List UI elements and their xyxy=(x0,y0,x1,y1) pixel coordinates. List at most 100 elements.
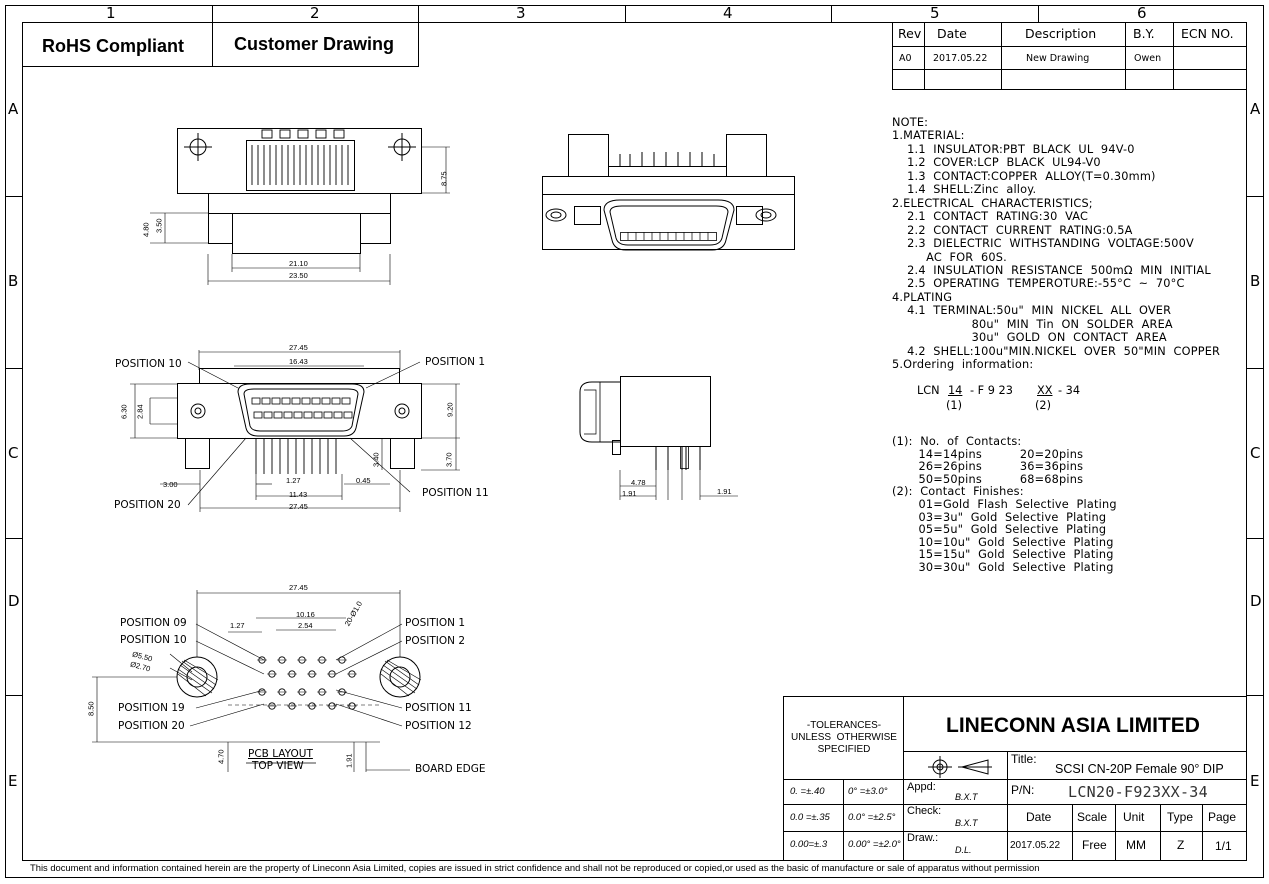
dim-16-43: 16.43 xyxy=(289,357,308,366)
contacts-line: (1): No. of Contacts: xyxy=(892,435,1022,448)
draw-label: Draw.: xyxy=(907,832,939,844)
order-contacts: 14 xyxy=(948,384,963,397)
label-b-position-2: POSITION 2 xyxy=(405,635,466,647)
dim-2-84: 2.84 xyxy=(135,404,145,420)
check-value: B.X.T xyxy=(955,818,978,828)
note-line: 2.3 DIELECTRIC WITHSTANDING VOLTAGE:500V xyxy=(892,237,1194,251)
title-label: Title: xyxy=(1011,752,1037,766)
contacts-block: (1): No. of Contacts: 14=14pins 20=20pin… xyxy=(892,435,1117,575)
notes-block: NOTE:1.MATERIAL: 1.1 INSULATOR:PBT BLACK… xyxy=(892,116,1220,372)
dim-4-70: 4.70 xyxy=(216,749,226,765)
dim-1-27-a: 1.27 xyxy=(286,476,301,485)
tb-val-unit: MM xyxy=(1126,838,1146,852)
label-top-view: TOP VIEW xyxy=(252,760,304,772)
note-line: 2.2 CONTACT CURRENT RATING:0.5A xyxy=(892,223,1133,237)
tol-cell: 0.0 =±.35 xyxy=(790,812,830,823)
pn-label: P/N: xyxy=(1011,783,1035,797)
contacts-line: 15=15u" Gold Selective Plating xyxy=(892,548,1114,562)
col-marker: 3 xyxy=(516,4,526,22)
order-suffix: - 34 xyxy=(1058,384,1081,397)
contacts-line: 30=30u" Gold Selective Plating xyxy=(892,560,1114,574)
contacts-line: 26=26pins 36=36pins xyxy=(892,460,1084,474)
label-b-position-10: POSITION 10 xyxy=(120,634,187,646)
order-mid: - F 9 23 xyxy=(970,384,1013,397)
label-b-position-09: POSITION 09 xyxy=(120,617,187,629)
note-line: 4.PLATING xyxy=(892,290,953,304)
note-line: 1.3 CONTACT:COPPER ALLOY(T=0.30mm) xyxy=(892,169,1156,183)
dim-1-27-b: 1.27 xyxy=(230,621,245,630)
tb-col-date: Date xyxy=(1026,810,1052,824)
company-name: LINECONN ASIA LIMITED xyxy=(946,714,1200,737)
tol-cell: 0.00=±.3 xyxy=(790,839,828,850)
contacts-line: 05=5u" Gold Selective Plating xyxy=(892,523,1107,537)
note-line: 2.4 INSULATION RESISTANCE 500mΩ MIN INIT… xyxy=(892,263,1211,277)
tol-cell: 0.00° =±2.0° xyxy=(848,839,901,850)
side-view-drawing xyxy=(579,376,738,500)
pcb-hole-grid xyxy=(257,656,357,710)
row-marker: A xyxy=(8,100,19,118)
dim-10-16: 10.16 xyxy=(296,610,315,619)
pn-value: LCN20-F923XX-34 xyxy=(1068,783,1208,801)
tb-col-unit: Unit xyxy=(1123,810,1145,824)
appd-label: Appd: xyxy=(907,781,936,793)
contacts-line: 03=3u" Gold Selective Plating xyxy=(892,510,1107,524)
dim-21-10: 21.10 xyxy=(289,259,308,268)
label-b-position-1: POSITION 1 xyxy=(405,617,466,629)
rev-header: Rev xyxy=(898,26,922,41)
tb-col-type: Type xyxy=(1167,810,1194,824)
label-board-edge: BOARD EDGE xyxy=(415,763,486,775)
contacts-line: 01=Gold Flash Selective Plating xyxy=(892,497,1117,511)
label-position-1: POSITION 1 xyxy=(425,356,486,368)
rev-header: ECN NO. xyxy=(1181,26,1234,41)
check-label: Check: xyxy=(907,805,942,817)
dim-3-70: 3.70 xyxy=(444,452,454,468)
outer-frame xyxy=(5,5,1264,878)
tol-cell: 0° =±3.0° xyxy=(848,786,888,797)
col-marker: 1 xyxy=(106,4,116,22)
dim-1-91-a: 1.91 xyxy=(622,489,637,498)
projection-symbol xyxy=(928,756,992,778)
row-marker: D xyxy=(8,592,20,610)
top-view-drawing xyxy=(150,128,450,285)
label-position-20: POSITION 20 xyxy=(114,499,181,511)
title-value: SCSI CN-20P Female 90° DIP xyxy=(1055,762,1224,776)
label-b-position-11: POSITION 11 xyxy=(405,702,472,714)
tb-val-scale: Free xyxy=(1082,838,1107,852)
dim-2-54: 2.54 xyxy=(298,621,313,630)
row-marker: A xyxy=(1250,100,1261,118)
title-block xyxy=(783,696,1247,861)
dim-6-30: 6.30 xyxy=(119,404,129,420)
dim-27-45-c: 27.45 xyxy=(289,583,308,592)
col-marker: 4 xyxy=(723,4,733,22)
dim-1-91-b: 1.91 xyxy=(717,487,732,496)
rev-cell: New Drawing xyxy=(1026,53,1090,64)
note-line: 1.4 SHELL:Zinc alloy. xyxy=(892,183,1037,197)
dim-4-78: 4.78 xyxy=(631,478,646,487)
tol-cell: 0. =±.40 xyxy=(790,786,825,797)
front-view-drawing xyxy=(542,134,795,251)
label-position-11: POSITION 11 xyxy=(422,487,489,499)
label-b-position-12: POSITION 12 xyxy=(405,720,472,732)
tb-col-page: Page xyxy=(1208,810,1237,824)
pcb-layout-drawing xyxy=(92,590,422,772)
label-b-position-20: POSITION 20 xyxy=(118,720,185,732)
header-box xyxy=(22,22,419,67)
dim-27-45-a: 27.45 xyxy=(289,343,308,352)
revision-table xyxy=(892,22,1247,90)
col-marker: 6 xyxy=(1137,4,1147,22)
note-line: NOTE: xyxy=(892,116,929,129)
order-ref2: (2) xyxy=(1035,399,1052,412)
dim-11-43: 11.43 xyxy=(289,490,308,499)
row-marker: B xyxy=(8,272,19,290)
dim-23-50: 23.50 xyxy=(289,271,308,280)
note-line: AC FOR 60S. xyxy=(892,250,1007,264)
row-marker: B xyxy=(1250,272,1261,290)
customer-drawing-label: Customer Drawing xyxy=(234,34,395,54)
dim-3-50: 3.50 xyxy=(154,218,164,234)
col-marker: 2 xyxy=(310,4,320,22)
note-line: 1.2 COVER:LCP BLACK UL94-V0 xyxy=(892,156,1101,170)
note-line: 1.MATERIAL: xyxy=(892,129,965,143)
dim-27-45-b: 27.45 xyxy=(289,502,308,511)
label-pcb-layout: PCB LAYOUT xyxy=(248,748,313,760)
